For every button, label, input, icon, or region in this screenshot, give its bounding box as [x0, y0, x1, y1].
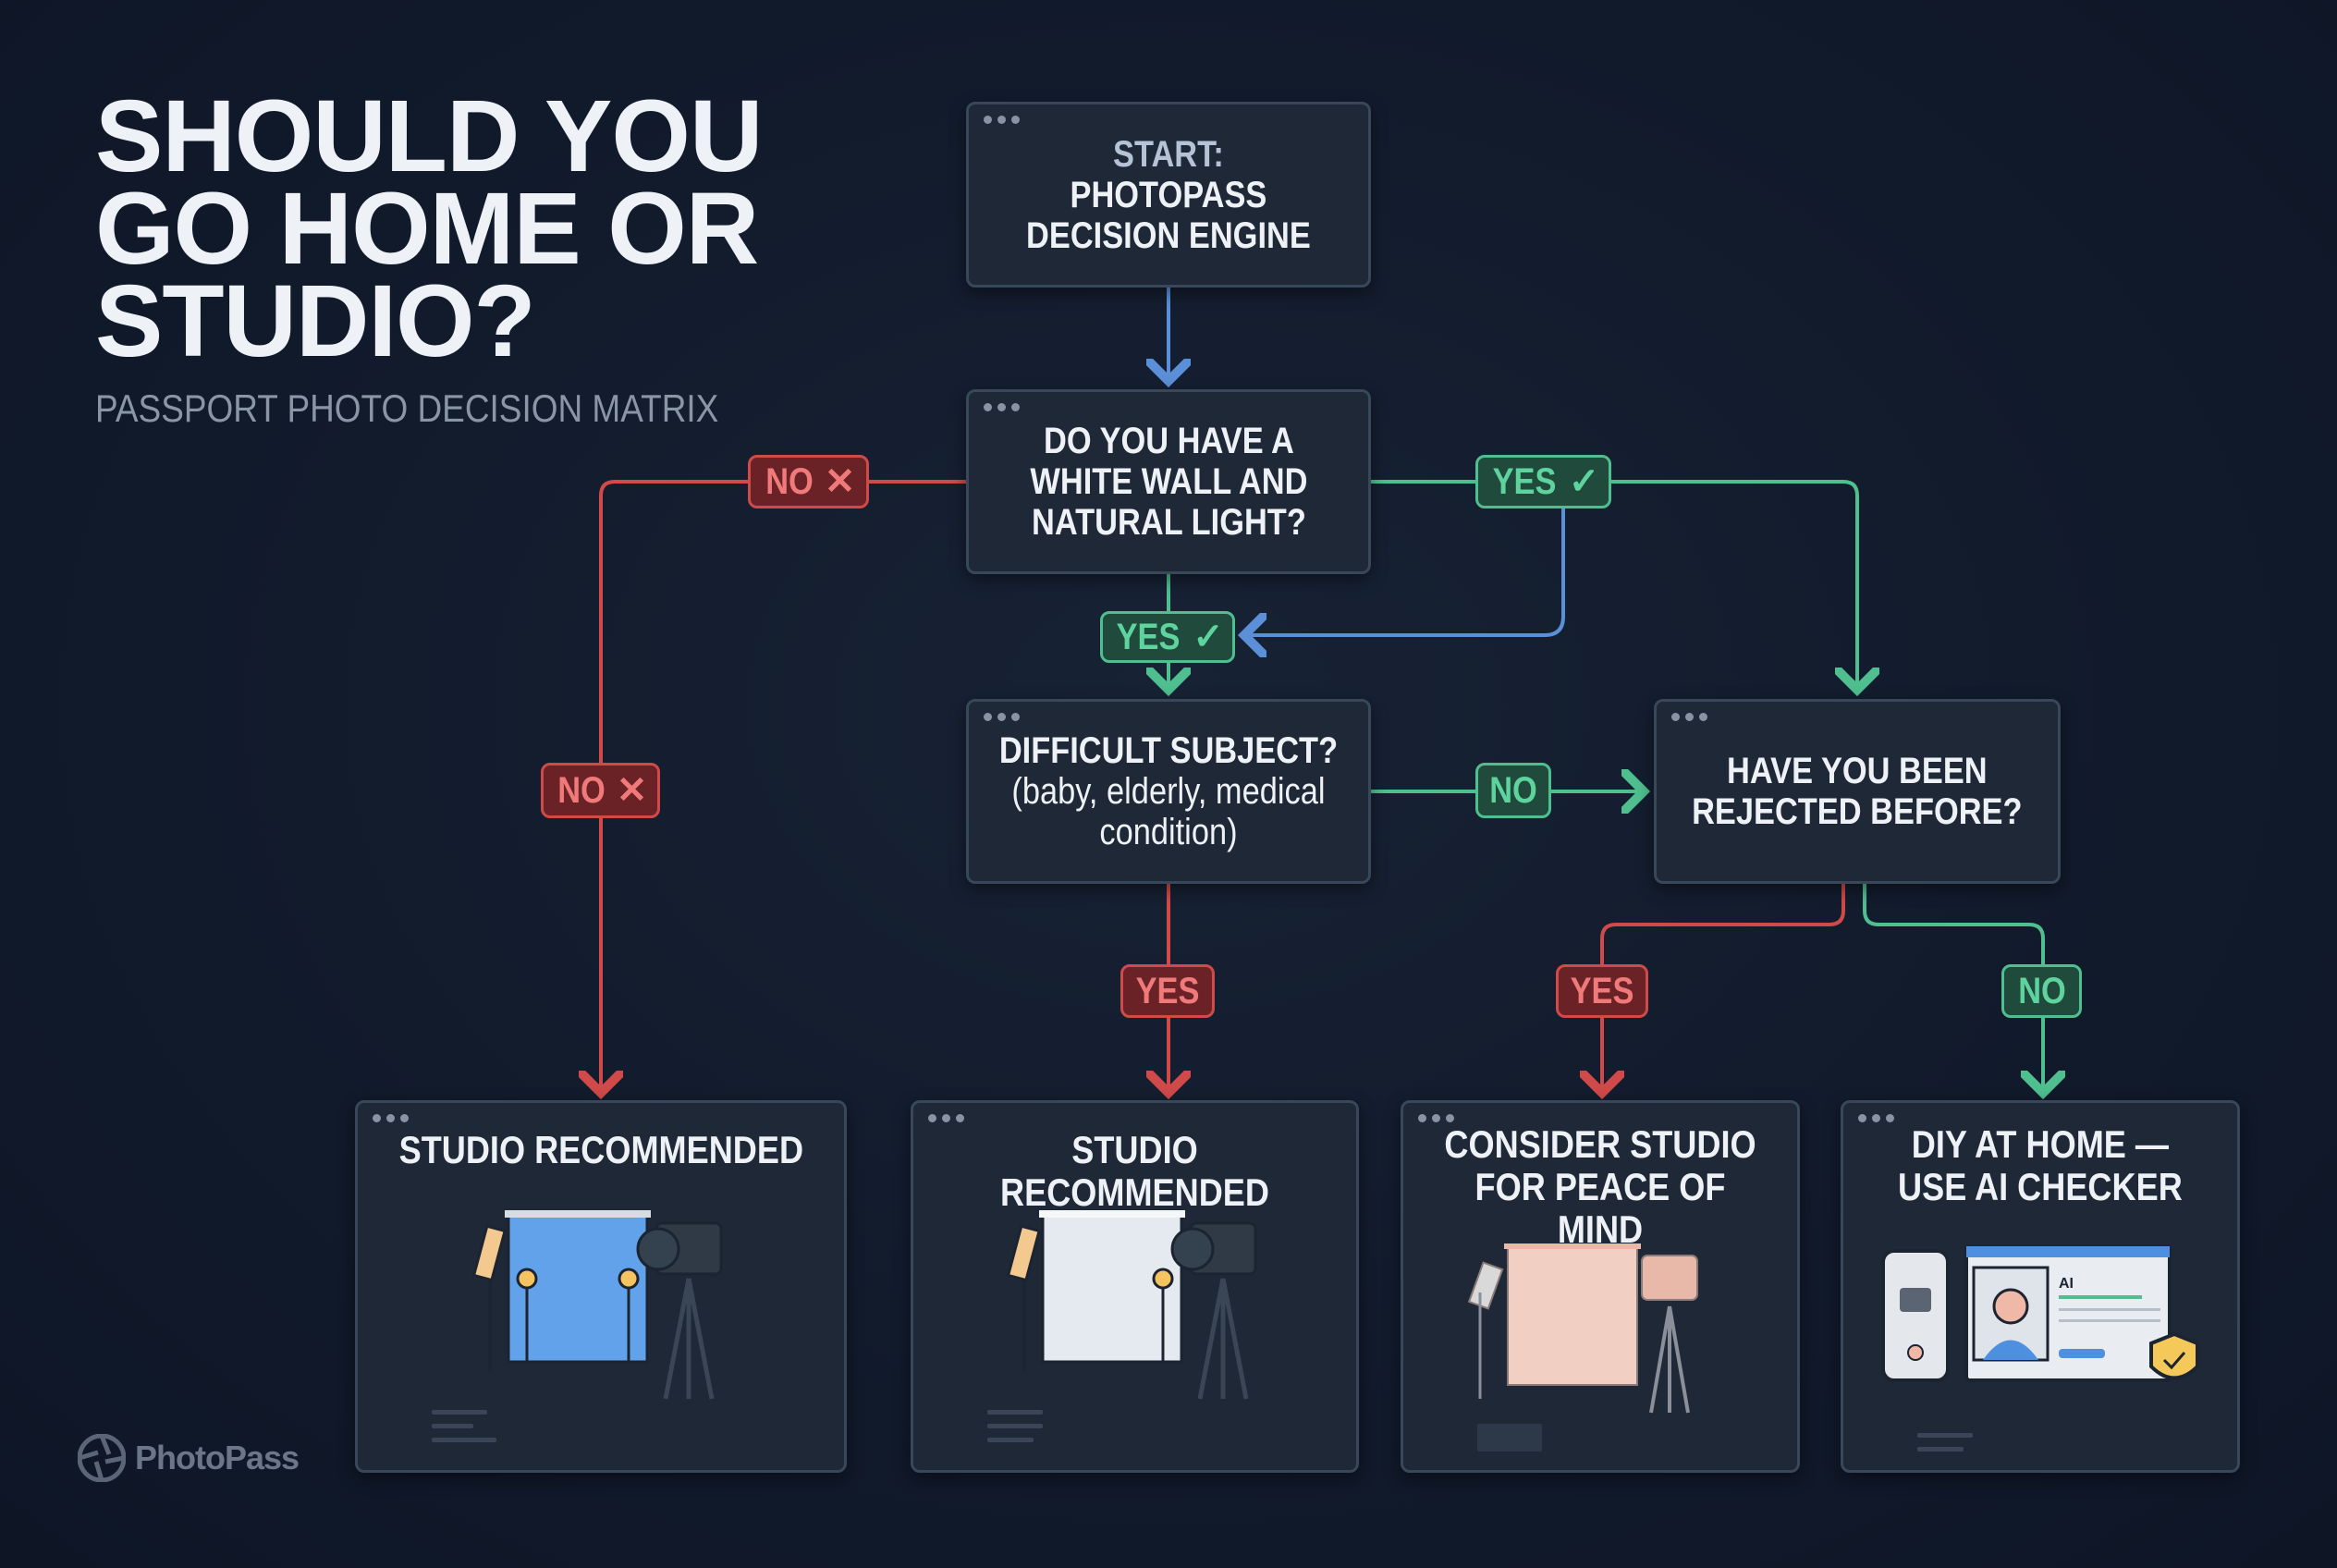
phone-ai-checker-icon: AI	[1881, 1244, 2199, 1382]
outcome-text: CONSIDER STUDIO	[1444, 1122, 1756, 1166]
placeholder-text-lines	[1917, 1433, 1973, 1452]
window-dots-icon	[928, 1114, 964, 1122]
window-dots-icon	[984, 403, 1020, 411]
outcome-studio-recommended-1[interactable]: STUDIO RECOMMENDED	[355, 1100, 847, 1473]
studio-blue-backdrop-icon	[471, 1210, 723, 1400]
node-text: DIFFICULT SUBJECT?	[998, 730, 1339, 771]
edge-label-q2-yes: YES	[1120, 964, 1215, 1018]
edge-label-q1-no-lower: NO✕	[541, 763, 660, 818]
ai-label: AI	[2059, 1276, 2074, 1292]
node-text: DO YOU HAVE A	[1043, 421, 1294, 461]
aperture-icon	[78, 1434, 126, 1482]
title-line: SHOULD YOU	[95, 80, 763, 193]
window-dots-icon	[984, 116, 1020, 124]
placeholder-chart	[1477, 1424, 1542, 1452]
placeholder-text-lines	[432, 1410, 496, 1442]
outcome-studio-recommended-2[interactable]: STUDIO RECOMMENDED	[911, 1100, 1359, 1473]
node-text: NATURAL LIGHT?	[1031, 502, 1306, 543]
edge-q1-yes-right	[1371, 480, 1857, 690]
outcome-diy-at-home[interactable]: DIY AT HOME — USE AI CHECKER AI	[1841, 1100, 2240, 1473]
studio-white-backdrop-icon	[1006, 1210, 1256, 1400]
window-dots-icon	[1858, 1114, 1894, 1122]
question-difficult-subject[interactable]: DIFFICULT SUBJECT? (baby, elderly, medic…	[966, 699, 1371, 884]
edge-label-q1-yes-down: YES✓	[1100, 611, 1235, 663]
title-line: STUDIO?	[95, 264, 536, 378]
outcome-text: FOR PEACE OF MIND	[1474, 1165, 1726, 1251]
window-dots-icon	[1418, 1114, 1454, 1122]
node-detail: condition)	[1099, 812, 1238, 852]
edge-q1-no	[601, 480, 966, 1093]
title-line: GO HOME OR	[95, 172, 759, 286]
outcome-text: USE AI CHECKER	[1898, 1165, 2183, 1208]
brand-logo: PhotoPass	[78, 1434, 300, 1482]
edge-q3-no	[1863, 884, 2043, 1093]
node-text: START:	[1113, 133, 1224, 175]
x-icon: ✕	[824, 461, 856, 502]
window-dots-icon	[984, 713, 1020, 721]
edge-label-q1-yes-right: YES✓	[1475, 455, 1611, 508]
page-subtitle: PASSPORT PHOTO DECISION MATRIX	[95, 386, 719, 430]
check-icon: ✓	[1193, 617, 1224, 657]
edge-loop-back	[1244, 508, 1565, 635]
window-dots-icon	[1671, 713, 1707, 721]
edge-label-q1-no: NO✕	[748, 455, 869, 508]
node-text: HAVE YOU BEEN	[1727, 751, 1988, 791]
studio-peach-backdrop-icon	[1467, 1243, 1698, 1414]
placeholder-text-lines	[987, 1410, 1043, 1442]
outcome-text: DIY AT HOME —	[1911, 1122, 2170, 1166]
brand-name: PhotoPass	[135, 1439, 300, 1476]
question-rejected-before[interactable]: HAVE YOU BEEN REJECTED BEFORE?	[1654, 699, 2061, 884]
node-detail: (baby, elderly, medical	[1011, 771, 1326, 812]
question-white-wall[interactable]: DO YOU HAVE A WHITE WALL AND NATURAL LIG…	[966, 389, 1371, 574]
outcome-text: STUDIO RECOMMENDED	[1000, 1128, 1269, 1214]
outcome-consider-studio[interactable]: CONSIDER STUDIO FOR PEACE OF MIND	[1401, 1100, 1800, 1473]
edge-label-q3-no: NO	[2001, 964, 2082, 1018]
edge-q3-yes	[1602, 884, 1845, 1093]
page-title: SHOULD YOU GO HOME OR STUDIO?	[95, 80, 763, 378]
edge-label-q2-no: NO	[1475, 763, 1551, 818]
check-icon: ✓	[1568, 461, 1600, 502]
node-text: WHITE WALL AND	[1029, 461, 1308, 502]
start-node[interactable]: START: PHOTOPASS DECISION ENGINE	[966, 102, 1371, 288]
node-text: REJECTED BEFORE?	[1692, 791, 2023, 832]
edge-label-q3-yes: YES	[1556, 964, 1648, 1018]
node-text: PHOTOPASS	[1070, 174, 1267, 215]
outcome-text: STUDIO RECOMMENDED	[398, 1128, 803, 1171]
window-dots-icon	[373, 1114, 409, 1122]
x-icon: ✕	[616, 770, 648, 811]
node-text: DECISION ENGINE	[1026, 214, 1311, 256]
